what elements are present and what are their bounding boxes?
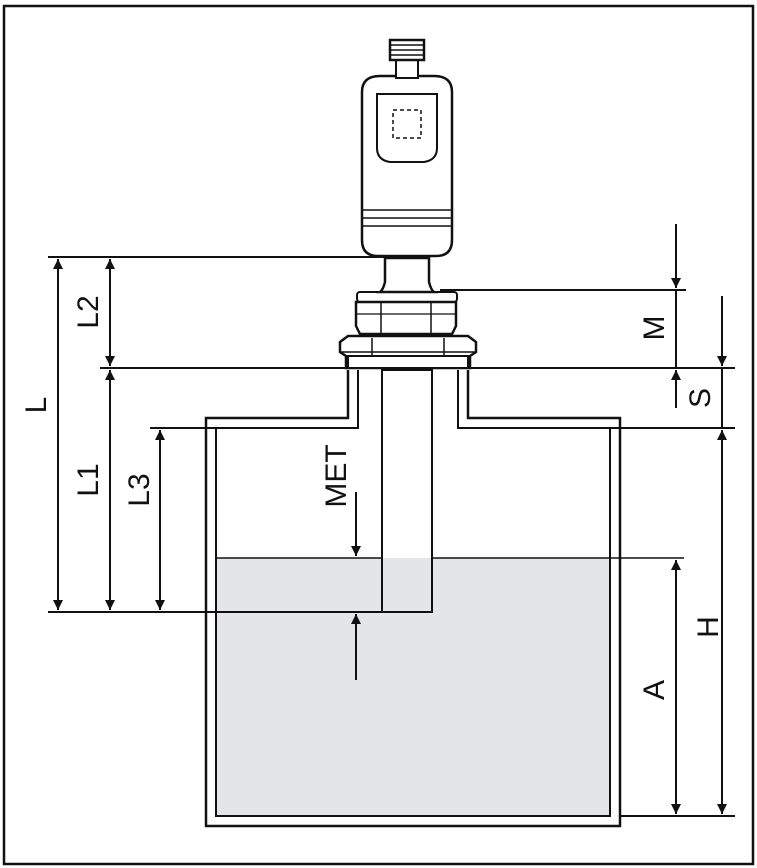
label-L2: L2	[72, 295, 105, 328]
probe-immersed-part	[383, 558, 431, 611]
label-L: L	[20, 397, 53, 414]
upper-nut-top	[356, 291, 458, 303]
connector-base	[395, 59, 419, 79]
label-A: A	[638, 680, 671, 700]
dimension-lines	[53, 224, 727, 814]
tank-inner-wall	[215, 370, 611, 817]
label-H: H	[692, 616, 725, 638]
upper-nut	[354, 300, 458, 336]
reference-lines	[48, 256, 735, 817]
label-S: S	[684, 388, 717, 408]
label-L1: L1	[72, 463, 105, 496]
seal-ring	[347, 355, 469, 369]
label-L3: L3	[123, 473, 156, 506]
led-indicator	[392, 109, 422, 139]
sensor-neck	[375, 256, 439, 294]
display-window	[376, 93, 438, 163]
label-MET: MET	[320, 444, 353, 507]
label-M: M	[638, 316, 671, 341]
tank-outer-wall	[204, 370, 622, 828]
